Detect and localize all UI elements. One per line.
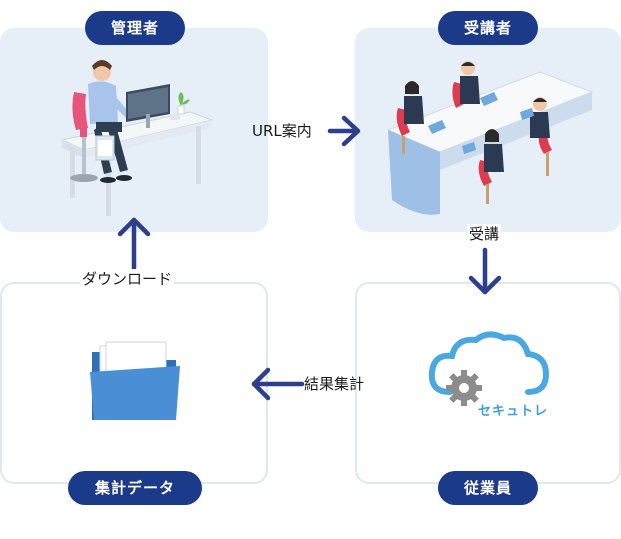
trainees-label: 受講者: [438, 11, 538, 45]
employees-label: 従業員: [438, 471, 538, 505]
edge-label-attend: 受講: [467, 224, 502, 244]
arrow-down-icon: [468, 247, 502, 295]
employees-panel: [355, 282, 621, 484]
logo-text: セキュトレ: [478, 404, 549, 419]
edge-label-download: ダウンロード: [80, 269, 175, 289]
admin-label: 管理者: [85, 11, 185, 45]
aggregate-data-panel: [0, 282, 268, 484]
edge-label-result-tally: 結果集計: [304, 375, 365, 393]
edge-label-url-guide: URL案内: [252, 122, 312, 140]
aggregate-data-label: 集計データ: [68, 471, 202, 505]
arrow-right-icon: [327, 115, 361, 147]
arrow-left-icon: [251, 367, 305, 401]
arrow-up-icon: [117, 217, 151, 275]
